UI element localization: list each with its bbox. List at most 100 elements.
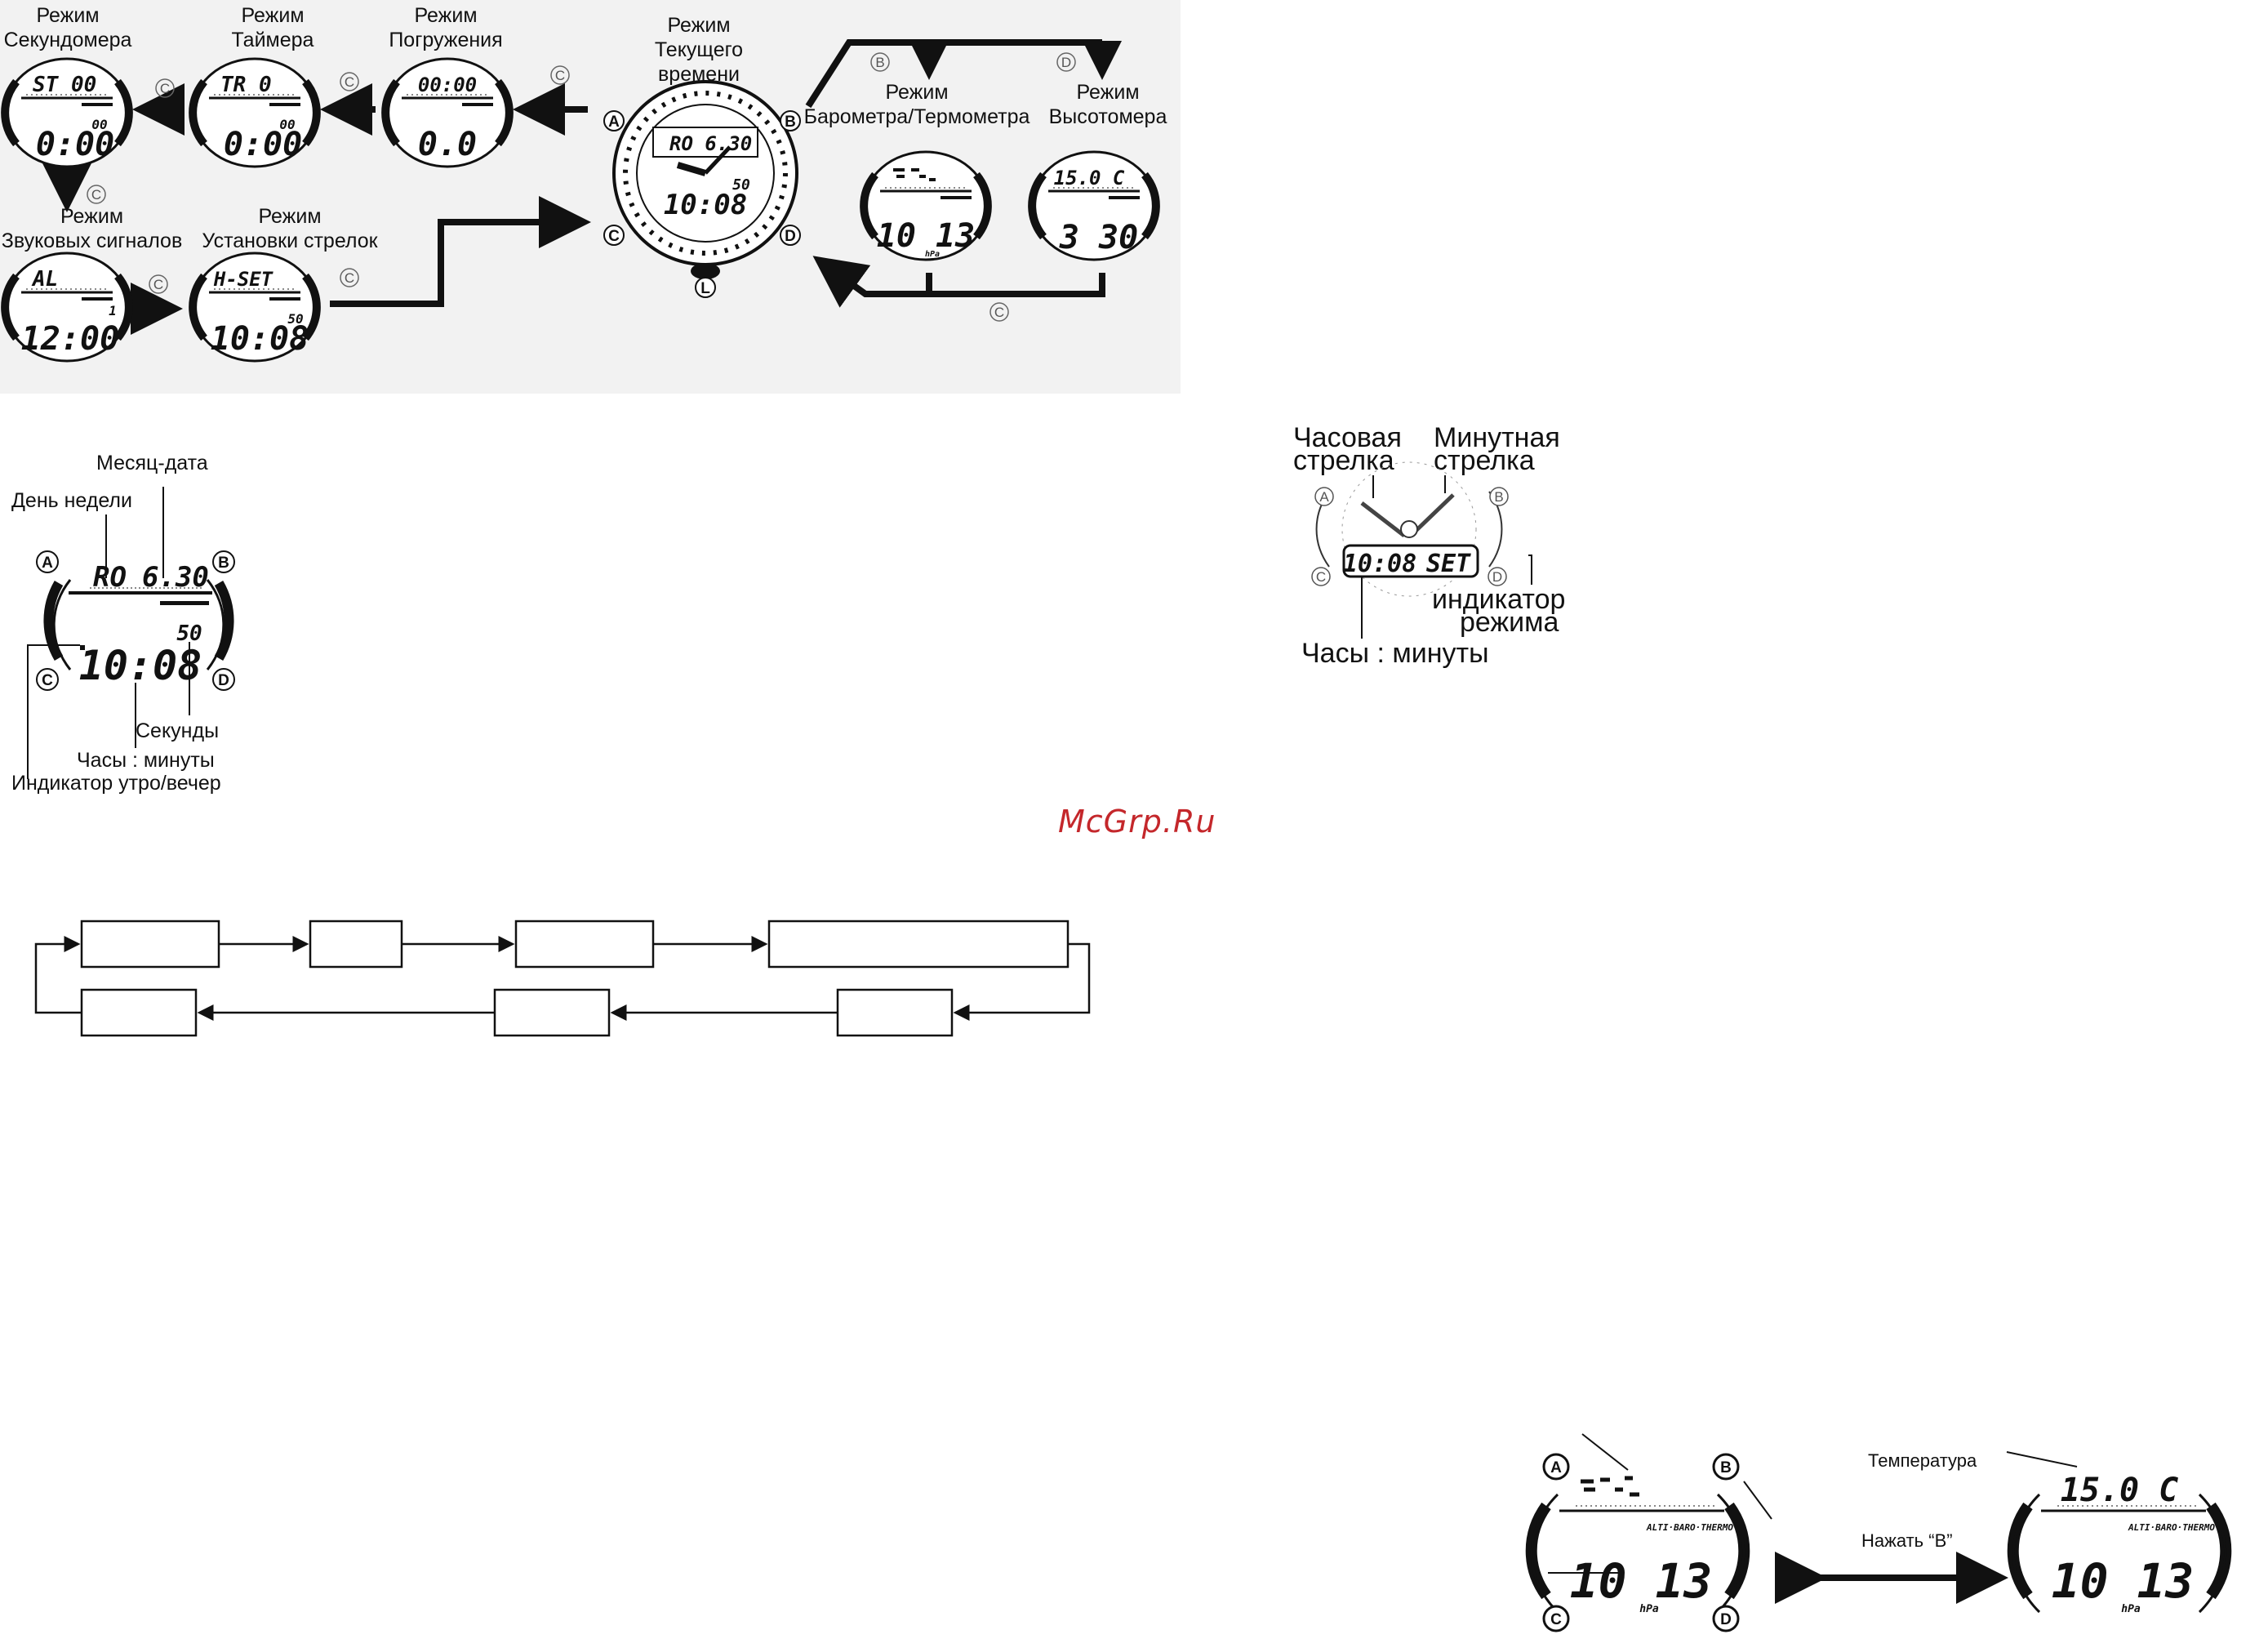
- hand-set-hours-minutes-label: Часы : минуты: [1301, 638, 1489, 669]
- flow-arrows: [34, 936, 1091, 1021]
- hand-set-mode-display: SET: [1426, 550, 1471, 578]
- label-line: Минутная: [1434, 422, 1560, 453]
- dive-watch: 00:00 0.0: [385, 59, 509, 167]
- c-button-markers: C C C C C C C B D: [87, 52, 1076, 322]
- a-button-label: A: [608, 114, 620, 131]
- label-line: Звуковых сигналов: [1, 229, 183, 252]
- d-button-label: D: [1720, 1611, 1732, 1628]
- temperature-bottom-watch: 15.0 C ALTI·BARO·THERMO 10 13 hPa: [2007, 1472, 2232, 1615]
- altimeter-watch: 15.0 C 3 30: [1032, 152, 1156, 260]
- flow-box-3: [514, 920, 655, 969]
- label-line: Режим: [241, 4, 305, 27]
- label-line: режима: [1460, 607, 1559, 638]
- weekday-label: День недели: [11, 489, 132, 512]
- hand-set-detail-watch: 10:08 SET A B C D: [1311, 461, 1509, 597]
- flow-boxes: [80, 920, 1070, 1037]
- lcd-main: 12:00: [21, 320, 119, 358]
- current-time-callouts: [27, 487, 190, 779]
- flow-box-6: [493, 988, 611, 1037]
- label-line: Барометра/Термометра: [803, 105, 1030, 128]
- lcd-top: H-SET: [213, 268, 274, 291]
- month-date-display: 6.30: [142, 561, 209, 594]
- hand-set-time-display: 10:08: [1343, 550, 1416, 578]
- label-line: стрелка: [1293, 445, 1394, 476]
- lcd-top: TR 0: [220, 73, 272, 97]
- lcd-sub: 50: [287, 311, 303, 327]
- lcd-top: 15.0 C: [2061, 1472, 2179, 1509]
- altimeter-mode-label: Режим Высотомера: [1038, 80, 1177, 129]
- arrow-return-bracket: [926, 273, 1105, 297]
- lcd-unit: hPa: [2121, 1603, 2141, 1615]
- c-button-label: C: [555, 68, 565, 83]
- hour-hand-label: Часовая стрелка: [1293, 422, 1402, 476]
- svg-text:ALTI·BARO·THERMO: ALTI·BARO·THERMO: [2128, 1522, 2215, 1533]
- lcd-sub: 50: [732, 176, 750, 194]
- timer-mode-label: Режим Таймера: [207, 3, 338, 52]
- alarm-watch: AL 1 12:00: [5, 253, 129, 361]
- label-line: Секундомера: [3, 29, 132, 51]
- c-button-label: C: [345, 270, 354, 286]
- lcd-main: 3 30: [1059, 219, 1138, 256]
- hours-minutes-label: Часы : минуты: [77, 749, 215, 772]
- time-display: 10:08: [79, 642, 202, 689]
- lcd-main: 10:08: [664, 189, 747, 221]
- hand-set-callouts: [1361, 475, 1532, 639]
- label-line: Режим: [36, 4, 100, 27]
- c-button-label: C: [345, 74, 354, 90]
- current-time-detail-watch: RO 6.30 50 10:08 A B C D: [36, 550, 235, 691]
- lcd-sub: 00: [279, 117, 295, 132]
- dive-mode-label: Режим Погружения: [380, 3, 511, 52]
- d-button-label: D: [1492, 569, 1502, 585]
- lcd-main: 10 13: [1570, 1553, 1713, 1609]
- alarm-mode-label: Режим Звуковых сигналов: [0, 204, 184, 253]
- flow-box-2: [309, 920, 403, 969]
- current-time-watch: RO 6.30 50 10:08 A B C D L: [603, 80, 801, 298]
- label-line: Погружения: [389, 29, 503, 51]
- timer-watch: TR 0 00 0:00: [193, 59, 317, 167]
- stopwatch-mode-label: Режим Секундомера: [0, 3, 136, 52]
- bottom-left-callouts: [1548, 1433, 1772, 1574]
- a-button-label: A: [1319, 489, 1329, 505]
- label-line: Текущего: [654, 38, 744, 61]
- press-b-label: Нажать “B”: [1861, 1530, 1953, 1551]
- lcd-top: AL: [31, 267, 58, 292]
- lcd-sub: 1: [109, 303, 117, 318]
- arrow-current-to-modes: [805, 39, 1102, 109]
- lcd-sub: 00: [91, 117, 107, 132]
- c-button-label: C: [608, 228, 620, 245]
- c-button-label: C: [42, 672, 53, 689]
- label-line: Высотомера: [1048, 105, 1167, 128]
- label-line: индикатор: [1432, 584, 1566, 615]
- b-button-label: B: [1494, 489, 1503, 505]
- lcd-main: 0.0: [418, 126, 477, 163]
- lcd-main: 0:00: [36, 126, 114, 163]
- barometer-mode-label: Режим Барометра/Термометра: [798, 80, 1035, 129]
- hand-set-watch: H-SET 50 10:08: [193, 253, 317, 361]
- weekday-display: RO: [93, 561, 127, 594]
- minute-hand-label: Минутная стрелка: [1434, 422, 1560, 474]
- lcd-main: 10 13: [877, 217, 975, 255]
- l-button-label: L: [700, 280, 710, 297]
- temperature-label: Температура: [1868, 1450, 1977, 1471]
- stopwatch-watch: ST 00 00 0:00: [5, 59, 129, 167]
- lcd-top: ST 00: [33, 73, 96, 97]
- a-button-label: A: [42, 554, 53, 572]
- lcd-main: 0:00: [224, 126, 302, 163]
- lcd-top: RO 6.30: [669, 132, 752, 155]
- lcd-top: 15.0 C: [1054, 167, 1125, 189]
- barometer-bottom-watch: ALTI·BARO·THERMO 10 13 hPa A B C D: [1525, 1453, 1750, 1632]
- arrow-return-to-current: [812, 256, 929, 308]
- label-line: Часовая: [1293, 422, 1402, 453]
- label-line: Установки стрелок: [202, 229, 378, 252]
- label-line: Режим: [1076, 81, 1140, 104]
- watermark: McGrp.Ru: [1058, 804, 1216, 840]
- c-button-label: C: [994, 305, 1004, 320]
- a-button-label: A: [1550, 1459, 1562, 1476]
- label-line: Режим: [414, 4, 478, 27]
- b-button-label: B: [218, 554, 229, 572]
- ampm-indicator-label: Индикатор утро/вечер: [11, 772, 221, 795]
- c-button-label: C: [153, 277, 163, 292]
- c-button-label: C: [1316, 569, 1326, 585]
- b-button-label: B: [875, 55, 884, 70]
